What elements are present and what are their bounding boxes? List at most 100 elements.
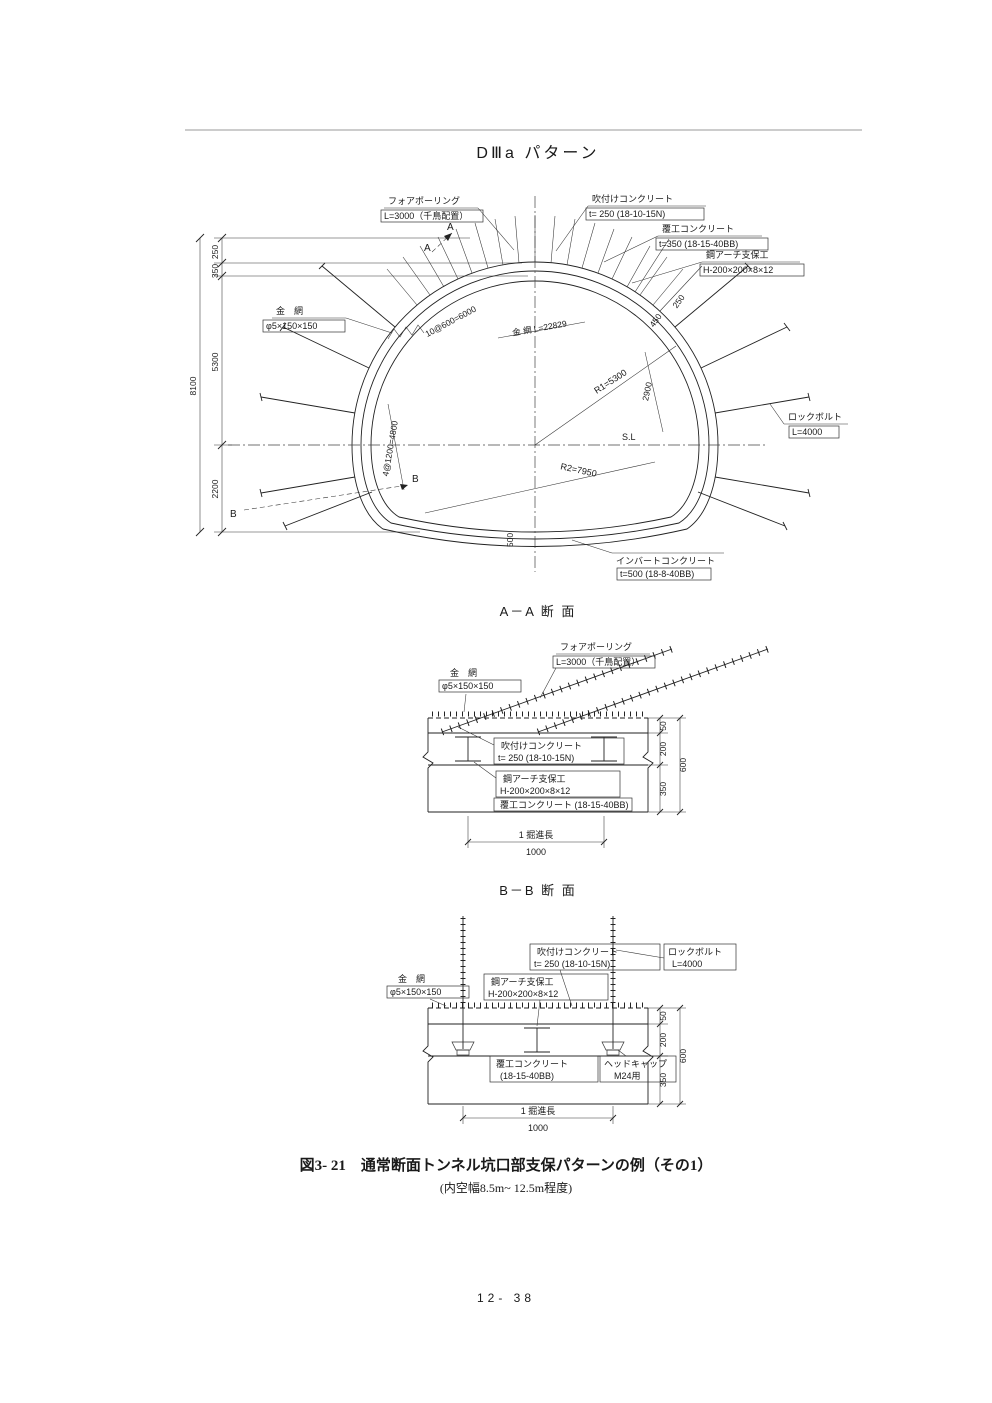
svg-text:(18-15-40BB): (18-15-40BB) — [500, 1071, 554, 1081]
svg-text:鋼アーチ支保工: 鋼アーチ支保工 — [503, 773, 565, 784]
svg-text:φ5×150×150: φ5×150×150 — [390, 987, 441, 997]
svg-text:吹付けコンクリート: 吹付けコンクリート — [592, 193, 673, 204]
aa-advance-label: 1 掘進長 — [519, 829, 554, 840]
figure-caption-sub: (内空幅8.5m~ 12.5m程度) — [440, 1180, 572, 1195]
svg-text:H-200×200×8×12: H-200×200×8×12 — [488, 989, 558, 999]
svg-text:吹付けコンクリート: 吹付けコンクリート — [537, 946, 618, 957]
svg-text:H-200×200×8×12: H-200×200×8×12 — [500, 786, 570, 796]
crown-spacing-label: 10@600=6000 — [423, 304, 478, 339]
bb-bottom-dim — [459, 1106, 617, 1124]
dim-350: 350 — [210, 264, 220, 278]
svg-text:B: B — [412, 474, 419, 485]
svg-text:t=350 (18-15-40BB): t=350 (18-15-40BB) — [659, 239, 738, 249]
svg-text:L=4000: L=4000 — [672, 959, 702, 969]
bb-right-dims — [648, 1004, 686, 1108]
label-shotcrete: 吹付けコンクリート t= 250 (18-10-15N) — [555, 193, 706, 252]
section-bb: B－B 断 面 — [386, 883, 737, 1133]
wire-mesh-mark — [387, 324, 425, 340]
dim-250: 250 — [210, 245, 220, 259]
label-wire-mesh: 金 網 φ5×150×150 — [262, 305, 393, 334]
bb-advance-label: 1 掘進長 — [521, 1105, 556, 1116]
aa-right-dims — [648, 714, 686, 816]
dim-250-right: 250 — [670, 292, 686, 310]
bb-advance-length: 1000 — [528, 1123, 548, 1133]
svg-text:ロックボルト: ロックボルト — [668, 947, 722, 957]
svg-text:L=3000（千鳥配置）: L=3000（千鳥配置） — [556, 656, 640, 667]
svg-text:金 網: 金 網 — [276, 305, 303, 316]
side-spacing-label: 4@1200=4800 — [380, 420, 400, 477]
aa-dim-600: 600 — [678, 758, 688, 772]
svg-text:A: A — [447, 222, 454, 233]
bb-dim-200: 200 — [658, 1033, 668, 1047]
dim-2200: 2200 — [210, 479, 220, 498]
aa-dim-200: 200 — [658, 742, 668, 756]
bb-label-lining: 覆工コンクリート (18-15-40BB) — [489, 1055, 599, 1083]
section-marker-a: A A — [424, 222, 454, 254]
svg-text:M24用: M24用 — [614, 1071, 641, 1081]
aa-label-lining: 覆工コンクリート (18-15-40BB) — [493, 797, 633, 812]
svg-text:フォアポーリング: フォアポーリング — [388, 195, 460, 206]
bb-dim-350: 350 — [658, 1073, 668, 1087]
svg-text:φ5×150×150: φ5×150×150 — [442, 681, 493, 691]
aa-label-forepoling: フォアポーリング L=3000（千鳥配置） — [539, 641, 656, 699]
bb-rock-bolts — [451, 916, 625, 1056]
aa-h-beams — [455, 736, 617, 762]
bb-h-beam — [524, 1027, 550, 1053]
svg-text:覆工コンクリート (18-15-40BB): 覆工コンクリート (18-15-40BB) — [500, 800, 629, 810]
figure-caption: 図3- 21 通常断面トンネル坑口部支保パターンの例（その1） — [300, 1156, 713, 1174]
left-dimension-chain — [195, 233, 528, 537]
aa-advance-length: 1000 — [526, 847, 546, 857]
label-lining: 覆工コンクリート t=350 (18-15-40BB) — [603, 224, 769, 263]
svg-text:φ5×150×150: φ5×150×150 — [266, 321, 317, 331]
label-steel-arch: 鋼アーチ支保工 H-200×200×8×12 — [631, 249, 805, 284]
aa-label-shotcrete: 吹付けコンクリート t= 250 (18-10-15N) — [457, 726, 625, 765]
springline-label: S.L — [622, 432, 636, 442]
svg-text:ヘッドキャップ: ヘッドキャップ — [604, 1059, 667, 1069]
label-rock-bolt: ロックボルト L=4000 — [769, 403, 848, 439]
forepoling-fan — [386, 215, 703, 312]
bb-dim-50: 50 — [658, 1011, 668, 1021]
svg-text:B: B — [230, 509, 237, 520]
bb-layers — [422, 1002, 654, 1105]
bb-dim-600: 600 — [678, 1049, 688, 1063]
aa-label-wire-mesh: 金 網 φ5×150×150 — [438, 667, 522, 713]
mesh-length-label: 金 網 L=22829 — [511, 318, 567, 337]
svg-text:ロックボルト: ロックボルト — [788, 412, 842, 422]
section-marker-b: B B — [230, 474, 419, 520]
aa-layers — [422, 711, 654, 813]
aa-dim-50: 50 — [658, 721, 668, 731]
svg-text:t= 250 (18-10-15N): t= 250 (18-10-15N) — [589, 209, 665, 219]
svg-text:金 網: 金 網 — [398, 973, 425, 984]
tunnel-cross-section: S.L R1=5300 R2=7950 — [188, 193, 848, 581]
inner-dim-lines — [387, 321, 664, 491]
bb-label-wire-mesh: 金 網 φ5×150×150 — [386, 973, 470, 1007]
tunnel-outline — [351, 261, 719, 547]
svg-text:金 網: 金 網 — [450, 667, 477, 678]
svg-text:H-200×200×8×12: H-200×200×8×12 — [703, 265, 773, 275]
dim-500: 500 — [505, 533, 515, 547]
radius-lines — [424, 345, 677, 514]
svg-text:吹付けコンクリート: 吹付けコンクリート — [501, 740, 582, 751]
radius1-label: R1=5300 — [592, 367, 628, 395]
svg-text:L=4000: L=4000 — [792, 427, 822, 437]
svg-text:インバートコンクリート: インバートコンクリート — [616, 556, 715, 566]
section-aa-heading: A－A 断 面 — [500, 604, 577, 619]
svg-text:鋼アーチ支保工: 鋼アーチ支保工 — [491, 976, 553, 987]
section-bb-heading: B－B 断 面 — [499, 883, 577, 898]
bb-label-steel-arch: 鋼アーチ支保工 H-200×200×8×12 — [483, 973, 609, 1027]
aa-bottom-dim — [464, 816, 608, 848]
dim-5300: 5300 — [210, 352, 220, 371]
svg-text:L=3000（千鳥配置）: L=3000（千鳥配置） — [384, 210, 468, 221]
bb-label-headcap: ヘッドキャップ M24用 — [599, 1049, 677, 1083]
aa-forepoling-bars — [440, 645, 770, 736]
radius2-label: R2=7950 — [560, 461, 598, 478]
aa-label-steel-arch: 鋼アーチ支保工 H-200×200×8×12 — [473, 761, 621, 798]
svg-text:t= 250 (18-10-15N): t= 250 (18-10-15N) — [498, 753, 574, 763]
page-number: 12- 38 — [477, 1291, 535, 1305]
dim-8100: 8100 — [188, 376, 198, 395]
label-forepoling: フォアポーリング L=3000（千鳥配置） — [380, 195, 515, 251]
svg-text:覆工コンクリート: 覆工コンクリート — [496, 1059, 568, 1069]
svg-text:フォアポーリング: フォアポーリング — [560, 641, 632, 652]
